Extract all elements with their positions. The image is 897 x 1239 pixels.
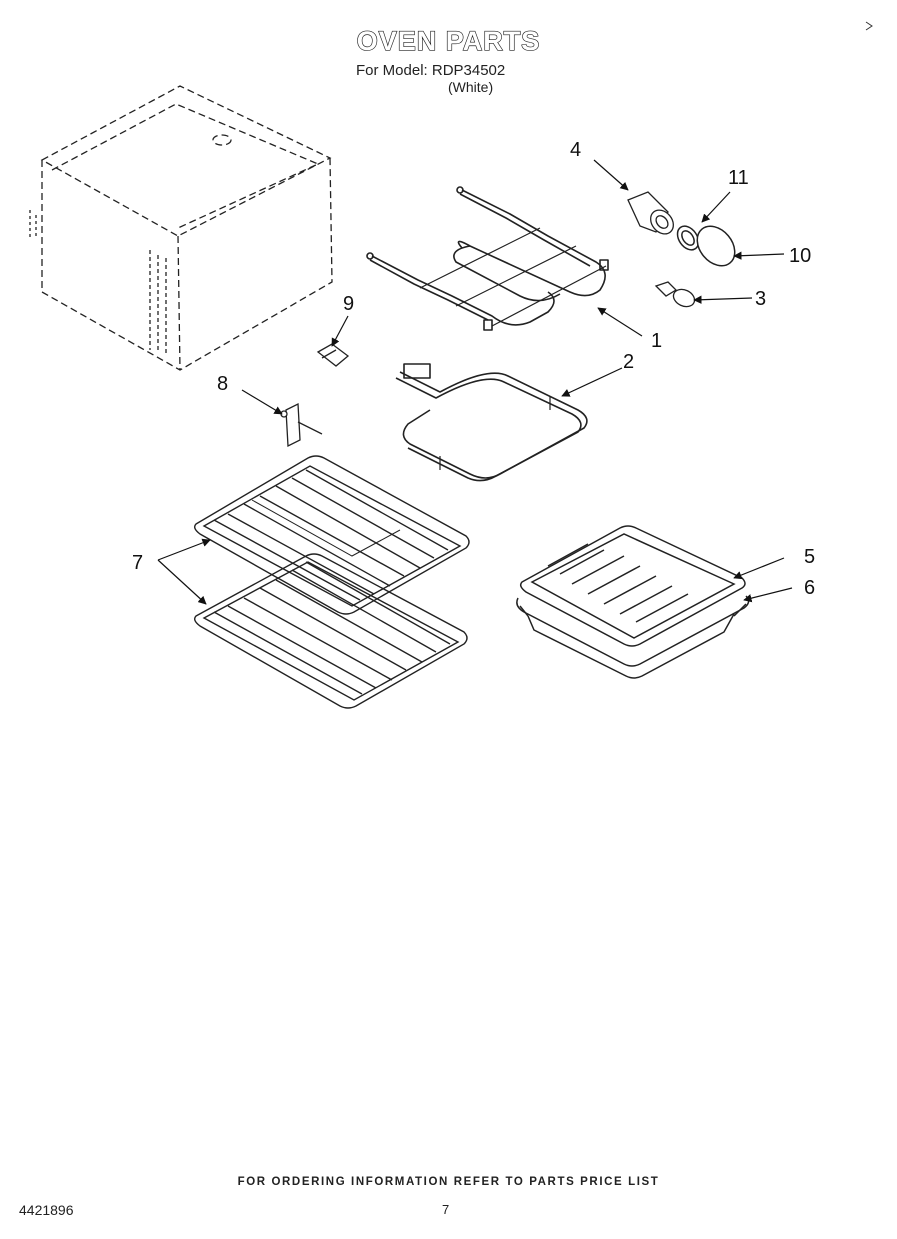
corner-mark bbox=[865, 21, 873, 31]
callout-6: 6 bbox=[804, 577, 815, 599]
document-number: 4421896 bbox=[19, 1202, 74, 1218]
model-variant: (White) bbox=[448, 79, 494, 95]
oven-rack-lower bbox=[193, 553, 468, 709]
oven-temperature-sensor bbox=[280, 402, 323, 448]
page-number: 7 bbox=[442, 1202, 450, 1217]
callout-9: 9 bbox=[343, 293, 354, 315]
callout-8: 8 bbox=[217, 373, 228, 395]
broil-element-clip bbox=[316, 343, 350, 367]
oven-cavity bbox=[29, 85, 333, 371]
callout-2: 2 bbox=[623, 351, 634, 373]
oven-rack-upper bbox=[193, 455, 470, 615]
model-number: For Model: RDP34502 bbox=[356, 62, 506, 79]
leader-lines bbox=[157, 159, 793, 605]
callout-5: 5 bbox=[804, 546, 815, 568]
oven-light-socket bbox=[627, 191, 674, 235]
broiler-pan bbox=[516, 595, 750, 679]
callout-11: 11 bbox=[728, 167, 749, 189]
callout-10: 10 bbox=[789, 245, 811, 267]
lamp-cover bbox=[696, 225, 736, 267]
broiler-pan-grid bbox=[519, 525, 746, 647]
lamp-retainer-ring bbox=[676, 225, 700, 251]
page-title: OVEN PARTS bbox=[356, 25, 541, 56]
callout-7: 7 bbox=[132, 552, 143, 574]
broil-element bbox=[366, 186, 609, 331]
callout-3: 3 bbox=[755, 288, 766, 310]
oven-light-bulb bbox=[654, 281, 696, 308]
callout-4: 4 bbox=[570, 139, 581, 161]
bake-element bbox=[395, 363, 588, 482]
callout-1: 1 bbox=[651, 330, 662, 352]
ordering-note: FOR ORDERING INFORMATION REFER TO PARTS … bbox=[237, 1176, 660, 1188]
